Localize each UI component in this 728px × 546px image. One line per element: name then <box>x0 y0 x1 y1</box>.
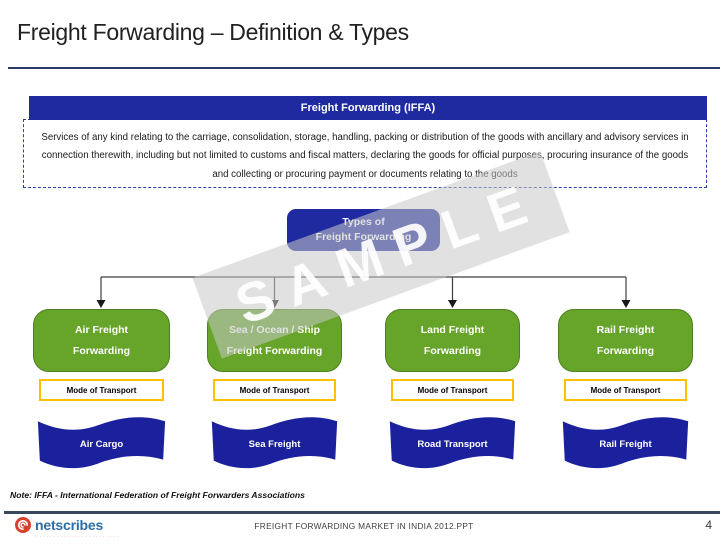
branch-node-rail: Rail Freight Forwarding <box>558 309 693 372</box>
branch-label-line1: Rail Freight <box>596 323 655 336</box>
root-node-line1: Types of <box>342 216 385 228</box>
branch-air: Air Freight Forwarding Mode of Transport… <box>33 309 170 474</box>
wave-shape <box>211 417 338 469</box>
branch-rail: Rail Freight Forwarding Mode of Transpor… <box>558 309 693 474</box>
mode-of-transport-box: Mode of Transport <box>39 379 164 401</box>
branch-label-line2: Freight Forwarding <box>226 344 323 357</box>
branch-label-line1: Sea / Ocean / Ship <box>228 323 321 336</box>
definition-box: Services of any kind relating to the car… <box>23 119 707 188</box>
branch-label-line2: Forwarding <box>596 344 655 357</box>
branch-label-line1: Land Freight <box>420 323 485 336</box>
definition-text: Services of any kind relating to the car… <box>41 132 689 180</box>
netscribes-logo-tagline: ························ <box>36 534 121 539</box>
footnote: Note: IFFA - International Federation of… <box>10 490 305 500</box>
transport-label: Rail Freight <box>599 438 652 450</box>
transport-flag-rail-freight: Rail Freight <box>558 413 693 471</box>
mode-of-transport-label: Mode of Transport <box>66 385 137 395</box>
footer-document-title: FREIGHT FORWARDING MARKET IN INDIA 2012.… <box>254 521 474 531</box>
netscribes-logo: netscribes ························ <box>14 516 121 539</box>
netscribes-logo-text: netscribes <box>35 517 104 533</box>
mode-of-transport-box: Mode of Transport <box>391 379 514 401</box>
branch-label-line2: Forwarding <box>72 344 131 357</box>
transport-flag-road-transport: Road Transport <box>385 413 520 471</box>
footer-divider <box>4 511 720 514</box>
mode-of-transport-label: Mode of Transport <box>590 385 661 395</box>
wave-shape <box>37 417 166 469</box>
branch-node-air: Air Freight Forwarding <box>33 309 170 372</box>
wave-shape <box>562 417 689 469</box>
branch-land: Land Freight Forwarding Mode of Transpor… <box>385 309 520 474</box>
root-node: Types of Freight Forwarding <box>287 209 440 251</box>
root-node-line2: Freight Forwarding <box>315 231 412 243</box>
page-title: Freight Forwarding – Definition & Types <box>17 19 409 45</box>
mode-of-transport-box: Mode of Transport <box>564 379 687 401</box>
transport-label: Road Transport <box>417 438 488 450</box>
transport-label: Air Cargo <box>79 438 124 450</box>
branch-label-line2: Forwarding <box>423 344 482 357</box>
arrowheads <box>96 300 631 308</box>
branch-node-land: Land Freight Forwarding <box>385 309 520 372</box>
branch-sea: Sea / Ocean / Ship Freight Forwarding Mo… <box>207 309 342 474</box>
branch-node-sea: Sea / Ocean / Ship Freight Forwarding <box>207 309 342 372</box>
page-number: 4 <box>705 518 712 532</box>
mode-of-transport-label: Mode of Transport <box>239 385 310 395</box>
transport-flag-air-cargo: Air Cargo <box>33 413 170 471</box>
branch-label-line1: Air Freight <box>74 323 129 336</box>
wave-shape <box>389 417 516 469</box>
title-divider <box>8 67 720 69</box>
netscribes-logo-icon <box>15 517 31 533</box>
transport-label: Sea Freight <box>248 438 301 450</box>
mode-of-transport-label: Mode of Transport <box>417 385 488 395</box>
mode-of-transport-box: Mode of Transport <box>213 379 336 401</box>
definition-header-bar: Freight Forwarding (IFFA) <box>29 96 707 120</box>
transport-flag-sea-freight: Sea Freight <box>207 413 342 471</box>
definition-header-label: Freight Forwarding (IFFA) <box>300 102 436 114</box>
